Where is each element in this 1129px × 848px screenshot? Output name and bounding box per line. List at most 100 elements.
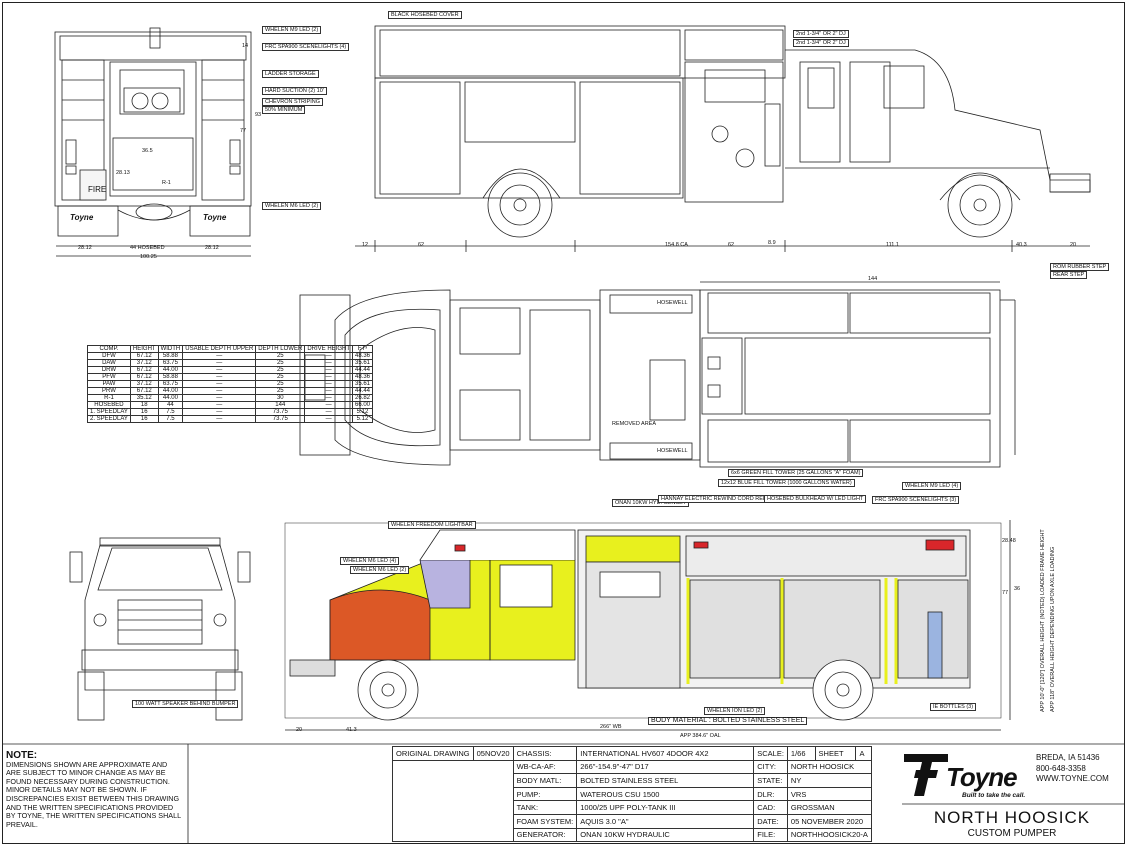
callout-color-11: IE BOTTLES (3)	[930, 703, 977, 711]
field-label: TANK:	[512, 800, 578, 815]
company-city: BREDA, IA 51436	[1036, 753, 1100, 762]
dim-color-4: APP 384.6" OAL	[680, 733, 721, 739]
company-tagline: Built to take the call.	[962, 792, 1026, 799]
note-title: NOTE:	[6, 750, 38, 761]
orig-drawing-label: ORIGINAL DRAWING	[392, 746, 474, 761]
table-cell: —	[182, 380, 257, 388]
callout-front-speaker: 100 WATT SPEAKER BEHIND BUMPER	[132, 700, 239, 708]
table-cell: 48.36	[351, 352, 374, 360]
dim-color-6: 77	[1002, 590, 1009, 596]
field-label: STATE:	[753, 773, 788, 788]
callout-rear-2: FRC SPA900 SCENELIGHTS (4)	[262, 43, 350, 51]
callout-rear-4: HARD SUCTION (2) 10'	[262, 87, 327, 95]
table-cell: 73.75	[255, 415, 306, 423]
table-cell: 7.5	[157, 415, 184, 423]
company-contact: BREDA, IA 51436 800-648-3358 WWW.TOYNE.C…	[1036, 753, 1109, 785]
company-logo: Toyne Built to take the call.	[902, 748, 1032, 803]
project-subtitle: CUSTOM PUMPER	[967, 828, 1057, 839]
field-value: 05 NOVEMBER 2020	[786, 813, 872, 829]
callout-rear-3: LADDER STORAGE	[262, 70, 319, 78]
callout-rear-7: WHELEN M6 LED (2)	[262, 202, 322, 210]
table-cell: 35.12	[129, 394, 159, 402]
table-cell: 25	[255, 352, 306, 360]
project-title-box: NORTH HOOSICK CUSTOM PUMPER	[902, 806, 1122, 844]
field-label: CAD:	[753, 800, 788, 815]
field-label: GENERATOR:	[512, 827, 578, 843]
table-cell: 44	[157, 401, 184, 409]
table-cell: 35.61	[351, 359, 374, 367]
title-block: ORIGINAL DRAWING 05NOV20 CHASSIS: INTERN…	[392, 746, 872, 843]
company-web: WWW.TOYNE.COM	[1036, 774, 1109, 783]
field-label: CITY:	[753, 759, 788, 775]
table-cell: —	[182, 366, 257, 374]
field-label: FOAM SYSTEM:	[512, 813, 578, 829]
sheet-label: SHEET	[814, 746, 857, 761]
table-cell: 67.12	[129, 366, 159, 374]
table-cell: 67.12	[129, 387, 159, 395]
table-cell: 44.00	[157, 387, 184, 395]
callout-side-2: 2nd 1-3/4" OR 2" DJ	[793, 30, 849, 38]
table-cell: 5.12	[351, 408, 374, 416]
plan-removed-area: REMOVED AREA	[612, 421, 657, 427]
dim-rear-i: 28.13	[116, 170, 130, 176]
table-cell: —	[182, 352, 257, 360]
table-cell: —	[304, 366, 353, 374]
callout-color-6: HOSEBED BULKHEAD W/ LED LIGHT	[764, 495, 867, 503]
header-cell: WIDTH	[157, 345, 184, 353]
title-row: WB-CA-AF: 266"-154.9"-47" D17 CITY: NORT…	[392, 759, 872, 843]
header-cell: HEIGHT	[129, 345, 159, 353]
dim-rear-d: 100.25	[140, 254, 157, 260]
front-view	[69, 537, 251, 721]
dim-side-8: 20	[1070, 242, 1077, 248]
dim-rear-h: 36.5	[142, 148, 153, 154]
callout-color-9: WHELEN ION LED (2)	[704, 707, 766, 715]
header-cell: FT³	[351, 345, 374, 353]
table-cell: 26.82	[351, 394, 374, 402]
side-view	[355, 25, 1091, 252]
disclaimer-note: NOTE: DIMENSIONS SHOWN ARE APPROXIMATE A…	[6, 750, 182, 829]
table-cell: 16	[129, 408, 159, 416]
table-cell: 144	[255, 401, 306, 409]
dim-rear-a: 28.12	[78, 245, 92, 251]
table-cell: 37.12	[129, 380, 159, 388]
table-cell: 58.88	[157, 373, 184, 381]
dim-side-5: 8.9	[768, 240, 776, 246]
table-cell: —	[182, 401, 257, 409]
dim-rear-g: 77	[240, 128, 247, 134]
callout-color-8: FRC SPA900 SCENELIGHTS (3)	[872, 496, 960, 504]
field-value: NY	[786, 773, 872, 788]
callout-side-1: BLACK HOSEBED COVER	[388, 11, 462, 19]
header-cell: DRIVE HEIGHT	[304, 345, 353, 353]
plan-view	[299, 281, 1016, 468]
field-label: FILE:	[753, 827, 788, 843]
callout-plan-2: REAR STEP	[1050, 271, 1088, 279]
table-cell: 67.12	[129, 373, 159, 381]
table-cell: —	[182, 415, 257, 423]
table-cell: PRW	[87, 387, 131, 395]
callout-rear-1: WHELEN M9 LED (2)	[262, 26, 322, 34]
color-side-view	[284, 520, 1011, 731]
dim-color-2: 41.3	[346, 727, 357, 733]
rear-logo-right: Toyne	[203, 213, 227, 222]
dim-color-height-2: APP 118" OVERALL HEIGHT DEPENDING UPON A…	[1050, 546, 1056, 712]
project-title: NORTH HOOSICK	[933, 808, 1091, 827]
field-label: BODY MATL:	[512, 773, 578, 788]
orig-drawing-value: 05NOV20	[472, 746, 514, 761]
table-cell: 25	[255, 366, 306, 374]
dim-rear-c: 28.12	[205, 245, 219, 251]
plan-hosewell-bottom: HOSEWELL	[657, 448, 688, 454]
table-cell: 25	[255, 359, 306, 367]
table-cell: 5.12	[351, 415, 374, 423]
callout-color-3: WHELEN M6 LED (2)	[350, 566, 410, 574]
table-cell: 63.75	[157, 380, 184, 388]
rear-compartment-mark: R-1	[162, 180, 171, 186]
table-cell: PFW	[87, 373, 131, 381]
